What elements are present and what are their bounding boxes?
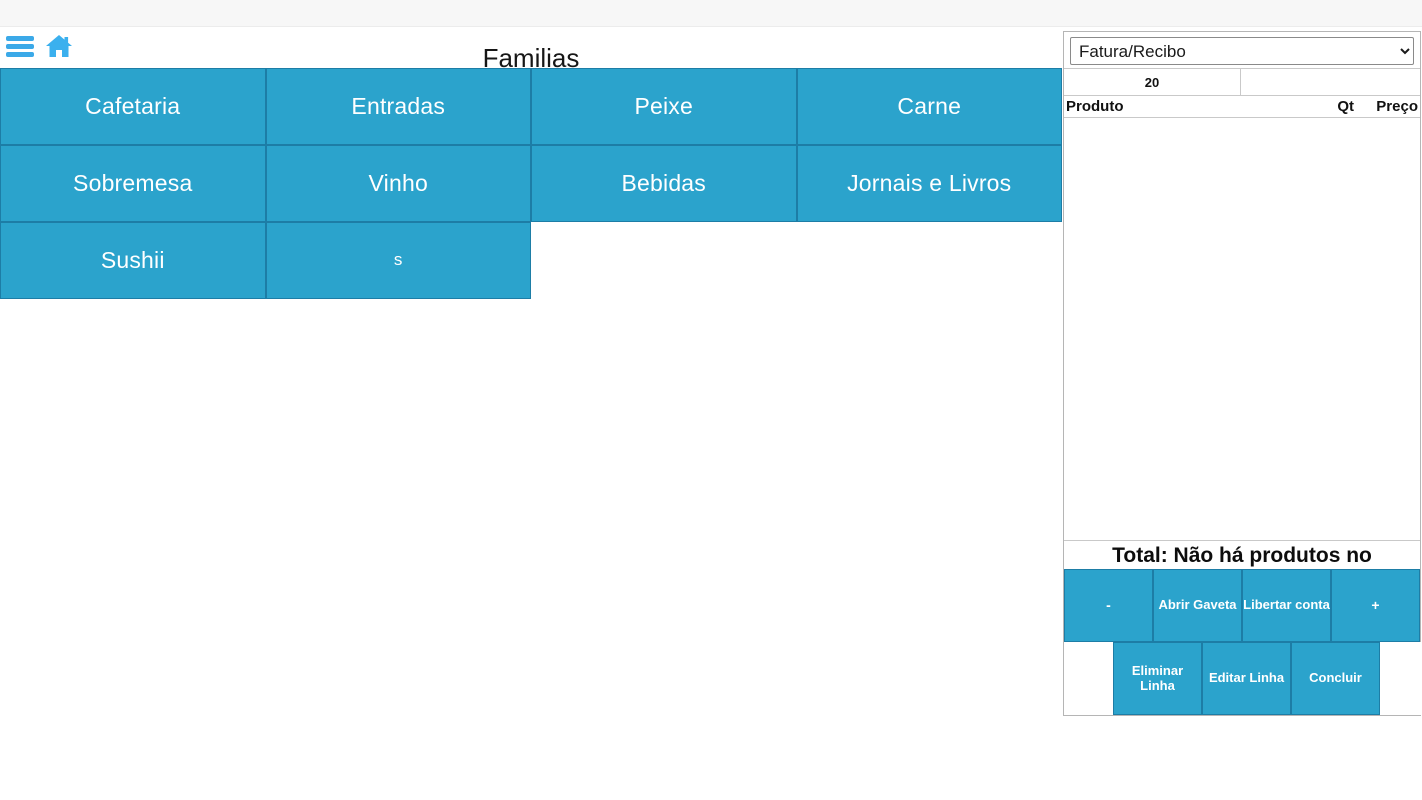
release-account-button[interactable]: Libertar conta: [1242, 569, 1331, 642]
family-tile[interactable]: Vinho: [265, 145, 531, 222]
family-tile[interactable]: Bebidas: [531, 145, 797, 222]
family-tile[interactable]: Cafetaria: [0, 68, 266, 145]
family-grid: Cafetaria Entradas Peixe Carne Sobremesa…: [0, 68, 1062, 299]
family-tile[interactable]: Peixe: [531, 68, 797, 145]
document-type-select[interactable]: Fatura/Recibo: [1070, 37, 1414, 65]
cart-list[interactable]: [1064, 118, 1420, 541]
increment-button[interactable]: +: [1331, 569, 1420, 642]
order-panel: Fatura/Recibo 20 Produto Qt Preço Total:…: [1063, 31, 1422, 716]
column-header-preco: Preço: [1376, 98, 1418, 115]
finish-button[interactable]: Concluir: [1291, 642, 1380, 715]
edit-line-button[interactable]: Editar Linha: [1202, 642, 1291, 715]
decrement-button[interactable]: -: [1064, 569, 1153, 642]
total-row: Total: Não há produtos no: [1064, 541, 1420, 569]
action-row-secondary: Eliminar Linha Editar Linha Concluir: [1064, 642, 1422, 715]
home-icon[interactable]: [44, 33, 74, 59]
total-label: Total: Não há produtos no: [1112, 544, 1372, 567]
order-meta-blank-cell[interactable]: [1241, 69, 1420, 95]
cart-column-headers: Produto Qt Preço: [1064, 96, 1420, 118]
document-type-row: Fatura/Recibo: [1064, 32, 1420, 68]
family-tile[interactable]: s: [265, 222, 531, 299]
column-header-produto: Produto: [1066, 98, 1124, 115]
family-tile[interactable]: Entradas: [265, 68, 531, 145]
nav-icons: [6, 33, 74, 59]
open-drawer-button[interactable]: Abrir Gaveta: [1153, 569, 1242, 642]
family-tile[interactable]: Carne: [796, 68, 1062, 145]
hamburger-icon[interactable]: [6, 35, 34, 57]
action-spacer-right: [1380, 642, 1422, 715]
delete-line-button[interactable]: Eliminar Linha: [1113, 642, 1202, 715]
column-header-qt: Qt: [1337, 98, 1354, 115]
order-meta-row: 20: [1064, 68, 1420, 96]
family-tile[interactable]: Sushii: [0, 222, 266, 299]
action-spacer-left: [1064, 642, 1113, 715]
families-region: Familias Cafetaria Entradas Peixe Carne …: [0, 27, 1062, 800]
top-strip: [0, 0, 1422, 27]
order-number-cell[interactable]: 20: [1064, 69, 1241, 95]
action-row-primary: - Abrir Gaveta Libertar conta +: [1064, 569, 1420, 642]
family-tile[interactable]: Sobremesa: [0, 145, 266, 222]
family-tile[interactable]: Jornais e Livros: [796, 145, 1062, 222]
